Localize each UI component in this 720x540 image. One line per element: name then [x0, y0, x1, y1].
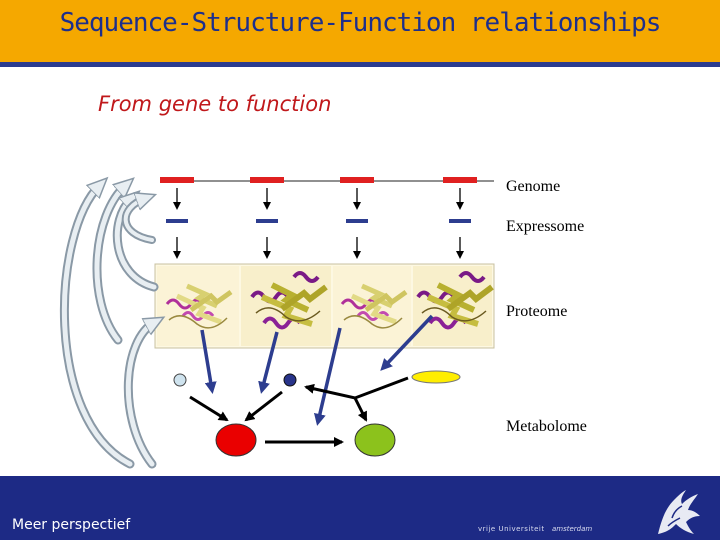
- metabolite-node: [283, 373, 297, 387]
- metabolite-node: [354, 423, 396, 457]
- reaction-arrow: [304, 376, 409, 400]
- proteome-label: Proteome: [506, 303, 567, 320]
- metabolite-node: [411, 370, 461, 384]
- feedback-arrow: [123, 198, 152, 242]
- reaction-arrow: [244, 390, 283, 422]
- protein-structure-icon: [165, 283, 233, 329]
- footer-city: amsterdam: [552, 525, 593, 533]
- feedback-arrow-outline: [121, 194, 156, 244]
- slide-subtitle: From gene to function: [98, 92, 332, 116]
- expression-bar: [449, 219, 471, 223]
- expression-bar: [346, 219, 368, 223]
- metabolome-label: Metabolome: [506, 418, 587, 435]
- gene-bar: [340, 177, 374, 183]
- feedback-arrow: [125, 322, 155, 467]
- metabolite-node: [173, 373, 187, 387]
- protein-structure-icon: [416, 271, 494, 330]
- footer-tagline: Meer perspectief: [12, 517, 131, 533]
- protein-structure-icon: [340, 283, 408, 329]
- gene-bar: [250, 177, 284, 183]
- title-bar: Sequence-Structure-Function relationship…: [0, 0, 720, 62]
- griffin-logo-icon: [658, 490, 700, 534]
- enzyme-arrow: [200, 329, 217, 394]
- feedback-arrow: [114, 198, 157, 290]
- enzyme-arrow: [258, 331, 279, 394]
- reaction-arrow: [189, 395, 229, 422]
- footer-university: vrije Universiteit: [478, 525, 545, 533]
- protein-structure-icon: [250, 271, 328, 330]
- reaction-arrow: [353, 397, 368, 422]
- footer-bar: Meer perspectief vrije Universiteit amst…: [0, 476, 720, 540]
- enzyme-arrow: [313, 327, 342, 426]
- enzyme-arrow: [380, 314, 434, 371]
- feedback-arrow: [94, 185, 126, 343]
- slide-title: Sequence-Structure-Function relationship…: [59, 8, 662, 38]
- gene-bar: [443, 177, 477, 183]
- title-rule: [0, 62, 720, 67]
- genome-label: Genome: [506, 178, 560, 195]
- expression-bar: [166, 219, 188, 223]
- metabolite-node: [215, 423, 257, 457]
- gene-bar: [160, 177, 194, 183]
- expression-bar: [256, 219, 278, 223]
- feedback-arrow: [61, 185, 133, 467]
- expressome-label: Expressome: [506, 218, 584, 235]
